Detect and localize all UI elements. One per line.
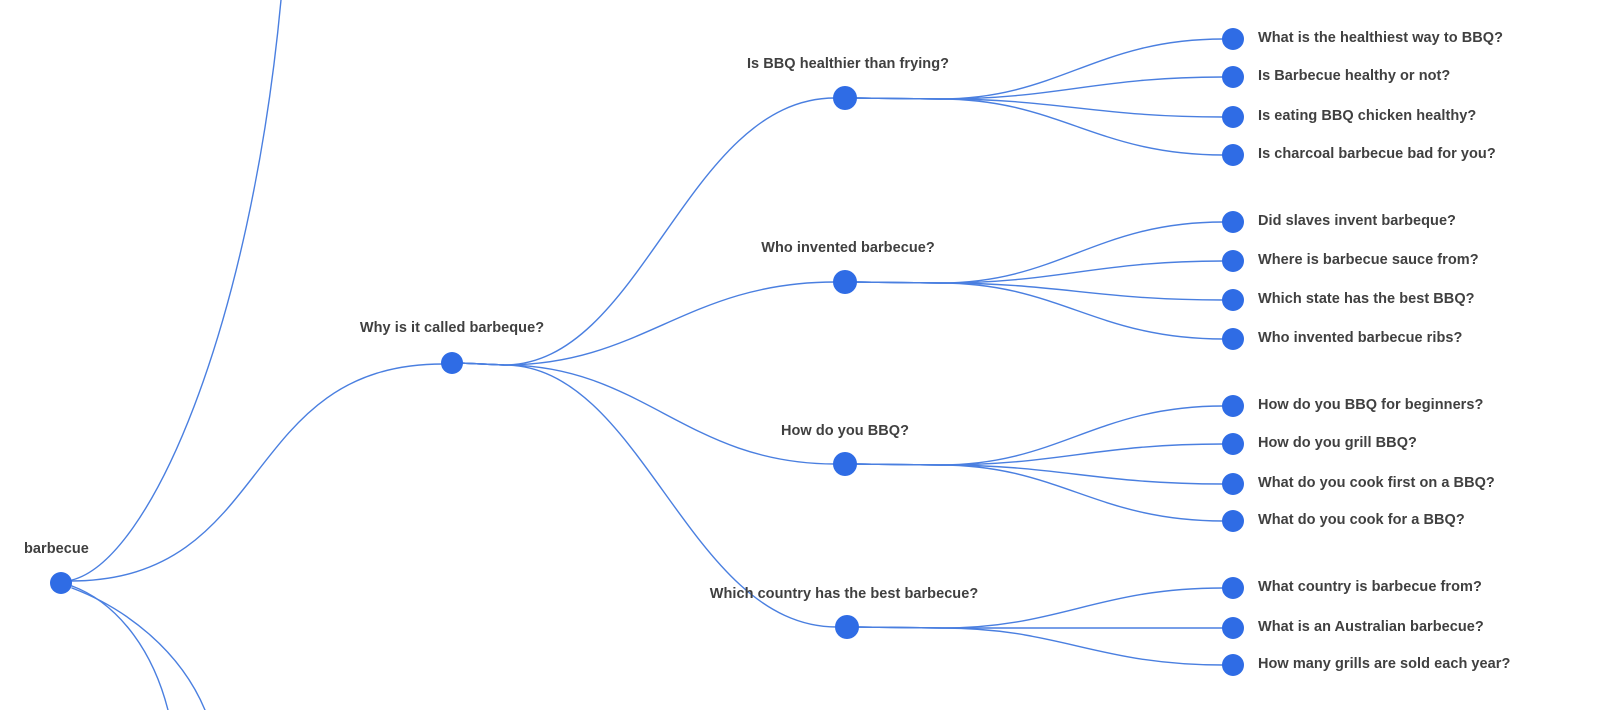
leaf-node-6-label: Which state has the best BBQ? [1258, 291, 1475, 307]
edge-level1-to-level2-2 [459, 362, 836, 465]
leaf-node-10-label: What do you cook first on a BBQ? [1258, 475, 1495, 491]
edge-level2-1-to-leaf-7 [853, 281, 1224, 340]
root-node-dot[interactable] [50, 572, 72, 594]
leaf-node-7-dot[interactable] [1222, 328, 1244, 350]
edge-level2-1-to-leaf-5 [853, 260, 1224, 284]
leaf-node-6-dot[interactable] [1222, 289, 1244, 311]
leaf-node-4-dot[interactable] [1222, 211, 1244, 233]
leaf-node-12-label: What country is barbecue from? [1258, 579, 1482, 595]
leaf-node-4-label: Did slaves invent barbeque? [1258, 213, 1456, 229]
leaf-node-11-dot[interactable] [1222, 510, 1244, 532]
leaf-node-13-label: What is an Australian barbecue? [1258, 619, 1484, 635]
root-to-offscreen-top [71, 0, 282, 581]
leaf-node-5-label: Where is barbecue sauce from? [1258, 252, 1479, 268]
leaf-node-1-label: Is Barbecue healthy or not? [1258, 68, 1451, 84]
level2-node-2-dot[interactable] [833, 452, 857, 476]
leaf-node-3-dot[interactable] [1222, 144, 1244, 166]
edge-level2-3-to-leaf-13 [855, 626, 1224, 629]
leaf-node-0-dot[interactable] [1222, 28, 1244, 50]
edge-level2-3-to-leaf-14 [855, 626, 1224, 666]
leaf-node-9-label: How do you grill BBQ? [1258, 435, 1417, 451]
leaf-node-0-label: What is the healthiest way to BBQ? [1258, 30, 1504, 46]
level2-node-1-label: Who invented barbecue? [761, 240, 935, 256]
leaf-node-9-dot[interactable] [1222, 433, 1244, 455]
edge-level2-2-to-leaf-8 [853, 405, 1224, 466]
leaf-node-1-dot[interactable] [1222, 66, 1244, 88]
edge-level2-2-to-leaf-10 [853, 463, 1224, 485]
leaf-node-8-label: How do you BBQ for beginners? [1258, 397, 1484, 413]
edge-level2-1-to-leaf-6 [853, 281, 1224, 301]
edge-level2-0-to-leaf-2 [853, 97, 1224, 118]
level2-node-3-label: Which country has the best barbecue? [709, 586, 979, 602]
leaf-node-7-label: Who invented barbecue ribs? [1258, 330, 1463, 346]
edge-level2-0-to-leaf-3 [853, 97, 1224, 156]
edge-level2-2-to-leaf-11 [853, 463, 1224, 522]
level2-node-0-dot[interactable] [833, 86, 857, 110]
leaf-node-8-dot[interactable] [1222, 395, 1244, 417]
level2-node-2-label: How do you BBQ? [780, 423, 910, 439]
edge-level2-2-to-leaf-9 [853, 443, 1224, 466]
edges [69, 0, 1224, 710]
root-node-label: barbecue [24, 541, 89, 557]
edge-root-to-why-is-it-called-barbeque [69, 363, 444, 582]
level1-node-0-dot[interactable] [441, 352, 463, 374]
root-to-offscreen-bottom-b [71, 587, 206, 710]
leaf-node-2-dot[interactable] [1222, 106, 1244, 128]
leaf-node-11-label: What do you cook for a BBQ? [1258, 512, 1465, 528]
level2-node-0-label: Is BBQ healthier than frying? [746, 56, 950, 72]
leaf-node-3-label: Is charcoal barbecue bad for you? [1258, 146, 1496, 162]
leaf-node-5-dot[interactable] [1222, 250, 1244, 272]
leaf-node-14-dot[interactable] [1222, 654, 1244, 676]
leaf-node-14-label: How many grills are sold each year? [1258, 656, 1511, 672]
root-to-offscreen-bottom-a [71, 585, 169, 710]
leaf-node-13-dot[interactable] [1222, 617, 1244, 639]
leaf-node-2-label: Is eating BBQ chicken healthy? [1258, 108, 1477, 124]
level2-node-1-dot[interactable] [833, 270, 857, 294]
level1-node-0-label: Why is it called barbeque? [359, 320, 545, 336]
edge-level2-0-to-leaf-1 [853, 76, 1224, 100]
leaf-node-12-dot[interactable] [1222, 577, 1244, 599]
level2-node-3-dot[interactable] [835, 615, 859, 639]
leaf-node-10-dot[interactable] [1222, 473, 1244, 495]
